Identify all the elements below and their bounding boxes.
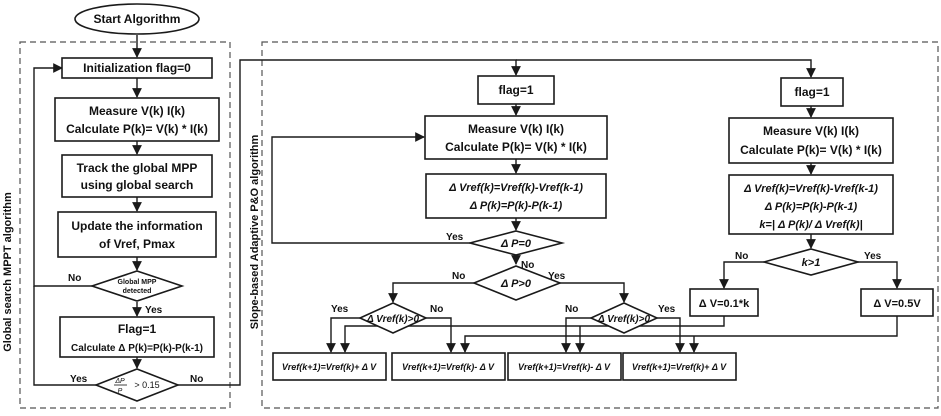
- svg-text:Vref(k+1)=Vref(k)- Δ V: Vref(k+1)=Vref(k)- Δ V: [518, 362, 611, 372]
- svg-text:Δ P(k)=P(k)-P(k-1): Δ P(k)=P(k)-P(k-1): [469, 200, 563, 212]
- dp-positive-decision: Δ P>0: [471, 265, 563, 301]
- flag-calc-box: Flag=1 Calculate Δ P(k)=P(k)-P(k-1): [59, 316, 215, 358]
- svg-text:Vref(k+1)=Vref(k)+ Δ V: Vref(k+1)=Vref(k)+ Δ V: [282, 362, 377, 372]
- svg-text:Δ V=0.1*k: Δ V=0.1*k: [699, 298, 750, 310]
- svg-text:Vref(k+1)=Vref(k)+ Δ V: Vref(k+1)=Vref(k)+ Δ V: [632, 362, 727, 372]
- detected-yes-label: Yes: [145, 305, 163, 316]
- dv-big-box: Δ V=0.5V: [860, 288, 934, 317]
- branch-labels: No Yes Yes No Yes No No Yes Yes No No Ye…: [68, 232, 882, 385]
- svg-text:Δ Vref(k)>0: Δ Vref(k)>0: [366, 314, 419, 325]
- dp-zero-decision: Δ P=0: [466, 230, 566, 256]
- ratio-yes-label: Yes: [70, 374, 88, 385]
- vref-increase-box-right: Vref(k+1)=Vref(k)+ Δ V: [622, 352, 737, 381]
- dv-small-box: Δ V=0.1*k: [689, 288, 759, 317]
- svg-text:> 0.15: > 0.15: [134, 380, 159, 390]
- start-node: Start Algorithm: [74, 3, 200, 35]
- vref-decrease-box-left: Vref(k+1)=Vref(k)- Δ V: [391, 352, 506, 381]
- track-global-mpp-box: Track the global MPP using global search: [61, 154, 213, 198]
- svg-text:Δ P>0: Δ P>0: [500, 278, 532, 290]
- svg-text:Δ P=0: Δ P=0: [500, 238, 532, 250]
- detected-no-label: No: [68, 273, 81, 284]
- dvref-right-no-label: No: [565, 304, 578, 315]
- svg-text:Δ P(k)=P(k)-P(k-1): Δ P(k)=P(k)-P(k-1): [764, 201, 858, 213]
- dp0-no-label: No: [521, 260, 534, 271]
- svg-text:P: P: [118, 388, 123, 395]
- dp0-yes-label: Yes: [446, 232, 464, 243]
- svg-text:Global MPP: Global MPP: [118, 279, 157, 286]
- svg-text:of Vref, Pmax: of Vref, Pmax: [99, 237, 175, 251]
- right-measure-box: Measure V(k) I(k) Calculate P(k)= V(k) *…: [728, 117, 894, 164]
- mpp-detected-decision: Global MPP detected: [89, 270, 185, 302]
- svg-text:Calculate P(k)= V(k) * I(k): Calculate P(k)= V(k) * I(k): [740, 143, 882, 157]
- svg-text:Track the global MPP: Track the global MPP: [77, 161, 198, 175]
- mid-flag-box: flag=1: [477, 75, 555, 105]
- edges: [33, 35, 902, 386]
- global-measure-box: Measure V(k) I(k) Calculate P(k)= V(k) *…: [54, 97, 220, 142]
- right-delta-box: Δ Vref(k)=Vref(k)-Vref(k-1) Δ P(k)=P(k)-…: [728, 174, 894, 235]
- global-region-label: Global search MPPT algorithm: [2, 192, 14, 352]
- svg-text:Start Algorithm: Start Algorithm: [94, 12, 181, 26]
- adaptive-region-label: Slope-based Adaptive P&O algorithm: [249, 135, 261, 330]
- svg-text:Δ V=0.5V: Δ V=0.5V: [873, 298, 921, 310]
- update-info-box: Update the information of Vref, Pmax: [57, 211, 217, 258]
- right-flag-box: flag=1: [780, 77, 844, 107]
- vref-decrease-box-right: Vref(k+1)=Vref(k)- Δ V: [507, 352, 622, 381]
- svg-text:Δ Vref(k)=Vref(k)-Vref(k-1): Δ Vref(k)=Vref(k)-Vref(k-1): [448, 182, 583, 194]
- dvref-right-decision: Δ Vref(k)>0: [589, 302, 659, 334]
- k-no-label: No: [735, 251, 748, 262]
- k-yes-label: Yes: [864, 251, 882, 262]
- svg-text:k=| Δ P(k)/ Δ Vref(k)|: k=| Δ P(k)/ Δ Vref(k)|: [759, 219, 862, 231]
- dvref-left-yes-label: Yes: [331, 304, 349, 315]
- svg-text:Measure V(k) I(k): Measure V(k) I(k): [89, 104, 185, 118]
- ratio-decision: ΔP P > 0.15: [93, 368, 181, 402]
- svg-text:Measure V(k) I(k): Measure V(k) I(k): [763, 124, 859, 138]
- svg-text:Calculate Δ P(k)=P(k)-P(k-1): Calculate Δ P(k)=P(k)-P(k-1): [71, 343, 203, 354]
- ratio-no-label: No: [190, 374, 203, 385]
- svg-text:Vref(k+1)=Vref(k)- Δ V: Vref(k+1)=Vref(k)- Δ V: [402, 362, 495, 372]
- svg-text:Δ Vref(k)=Vref(k)-Vref(k-1): Δ Vref(k)=Vref(k)-Vref(k-1): [743, 183, 878, 195]
- svg-text:Calculate P(k)= V(k) * I(k): Calculate P(k)= V(k) * I(k): [445, 140, 587, 154]
- svg-text:Flag=1: Flag=1: [118, 322, 157, 336]
- svg-text:k>1: k>1: [802, 257, 821, 269]
- adaptive-po-region: [261, 41, 939, 409]
- svg-text:Update the information: Update the information: [71, 219, 202, 233]
- svg-text:flag=1: flag=1: [498, 83, 533, 97]
- mid-measure-box: Measure V(k) I(k) Calculate P(k)= V(k) *…: [424, 115, 608, 160]
- dvref-left-decision: Δ Vref(k)>0: [358, 302, 428, 334]
- k-gt-one-decision: k>1: [760, 248, 862, 276]
- svg-text:Δ Vref(k)>0: Δ Vref(k)>0: [597, 314, 650, 325]
- dvref-right-yes-label: Yes: [658, 304, 676, 315]
- dpgt0-yes-label: Yes: [548, 271, 566, 282]
- svg-text:Measure V(k) I(k): Measure V(k) I(k): [468, 122, 564, 136]
- mid-delta-box: Δ Vref(k)=Vref(k)-Vref(k-1) Δ P(k)=P(k)-…: [425, 173, 607, 219]
- svg-text:Calculate P(k)= V(k) * I(k): Calculate P(k)= V(k) * I(k): [66, 122, 208, 136]
- svg-text:Initialization flag=0: Initialization flag=0: [83, 61, 191, 75]
- svg-text:detected: detected: [123, 288, 152, 295]
- dpgt0-no-label: No: [452, 271, 465, 282]
- vref-increase-box-left: Vref(k+1)=Vref(k)+ Δ V: [272, 352, 387, 381]
- init-flag-box: Initialization flag=0: [61, 57, 213, 79]
- global-search-region: [19, 41, 231, 409]
- svg-text:using global search: using global search: [81, 178, 194, 192]
- dvref-left-no-label: No: [430, 304, 443, 315]
- svg-text:flag=1: flag=1: [794, 85, 829, 99]
- svg-text:ΔP: ΔP: [114, 378, 125, 385]
